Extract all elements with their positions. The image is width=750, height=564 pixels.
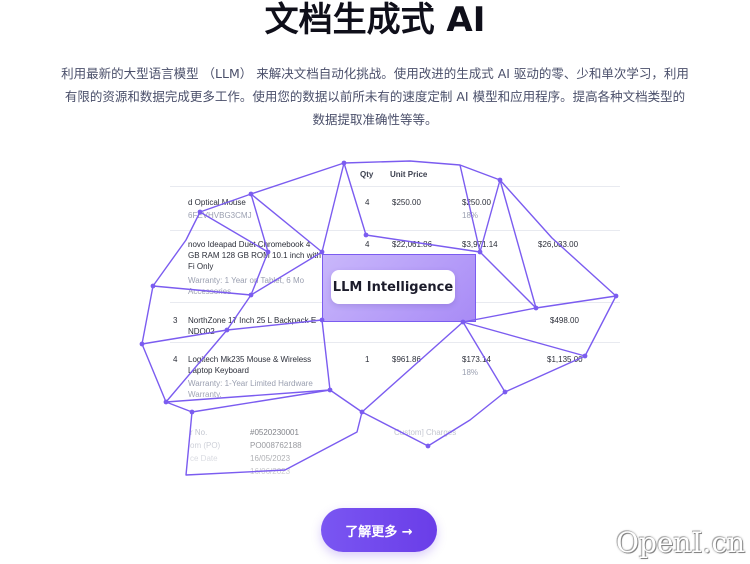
invoice-document-illustration: Qty Unit Price d Optical Mouse 6FEVHVBG3… [170,162,620,484]
item-name: novo Ideapad Duet Chromebook 4 [188,240,311,249]
row-number: 4 [173,355,178,364]
footer-label: ce Date [190,454,218,463]
total-value: $498.00 [550,316,579,325]
page-title: 文档生成式 AI [264,0,486,40]
item-name: NDO02 [188,327,215,336]
qty-value: 4 [365,198,370,207]
unit-price-value: $22,061.86 [392,240,433,249]
tax-value: $173.14 [462,355,491,364]
llm-intelligence-label: LLM Intelligence [331,270,455,304]
tax-percent: 18% [462,368,479,377]
description-line: 利用最新的大型语言模型 （LLM） 来解决文档自动化挑战。使用改进的生成式 AI… [61,66,689,81]
item-name: d Optical Mouse [188,198,246,207]
page-description: 利用最新的大型语言模型 （LLM） 来解决文档自动化挑战。使用改进的生成式 AI… [30,62,720,131]
tax-percent: 18% [462,211,479,220]
item-warranty: Accessories. [188,287,234,296]
item-name: Fi Only [188,262,214,271]
footer-value: 16/05/2023 [250,454,291,463]
item-name: NorthZone 17 Inch 25 L Backpack E [188,316,317,325]
learn-more-button[interactable]: 了解更多 → [321,508,437,552]
tax-value: $250.00 [462,198,491,207]
item-warranty: Warranty: 1 Year on Tablet, 6 Mo [188,276,305,285]
total-value: $26,033.00 [538,240,579,249]
unit-price-value: $961.86 [392,355,421,364]
footer-label: r No. [190,428,208,437]
footer-value: #0520230001 [250,428,299,437]
qty-header: Qty [360,170,374,179]
item-warranty: Warranty. [188,390,222,399]
qty-value: 4 [365,240,370,249]
item-sku: 6FEVHVBG3CMJ [188,211,252,220]
footer-value: 16/06/2023 [250,467,291,476]
watermark-logo: OpenI.cn [616,526,746,559]
description-line: 数据提取准确性等等。 [312,112,438,127]
item-warranty: Warranty: 1-Year Limited Hardware [188,379,313,388]
charges-label: Custom] Charges [394,428,457,437]
item-name: Laptop Keyboard [188,366,249,375]
row-number: 3 [173,316,178,325]
item-name: Logitech Mk235 Mouse & Wireless [188,355,312,364]
description-line: 有限的资源和数据完成更多工作。使用您的数据以前所未有的速度定制 AI 模型和应用… [64,89,686,104]
total-value: $1,135.00 [547,355,583,364]
tax-value: $3,971.14 [462,240,498,249]
footer-label: om (PO) [190,441,221,450]
unit-price-header: Unit Price [390,170,428,179]
item-name: GB RAM 128 GB ROM 10.1 inch with [188,251,321,260]
footer-value: PO008762188 [250,441,302,450]
unit-price-value: $250.00 [392,198,421,207]
qty-value: 1 [365,355,370,364]
